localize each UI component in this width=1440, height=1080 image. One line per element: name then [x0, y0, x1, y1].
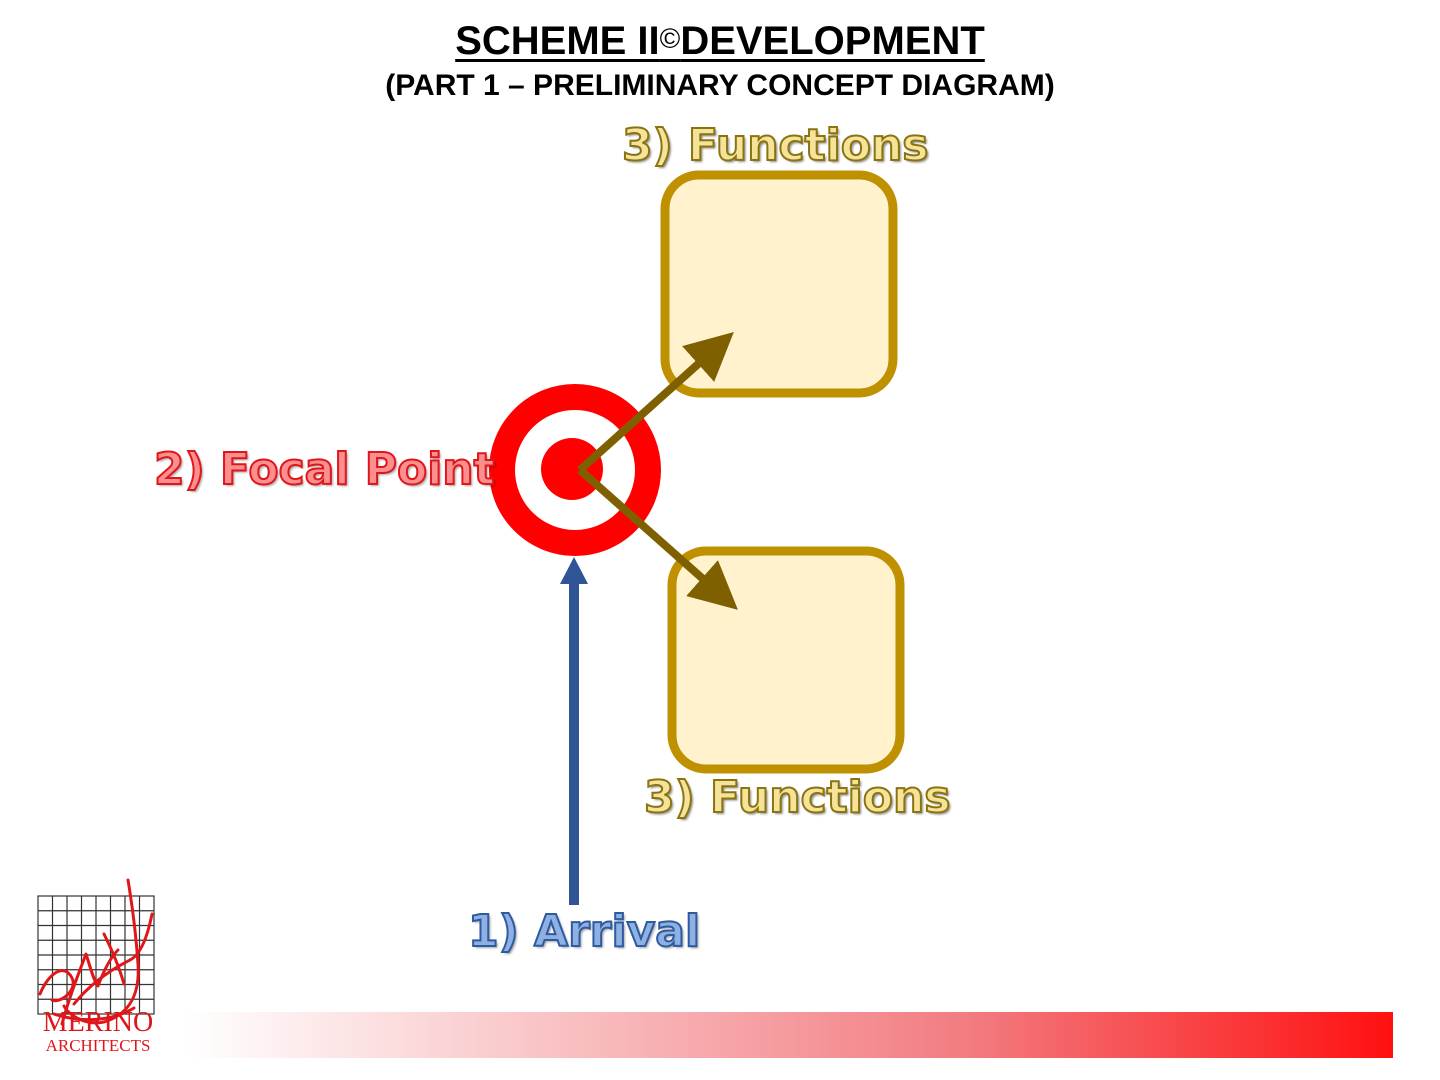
copyright-symbol: ©: [659, 23, 681, 54]
page-title: SCHEME II©DEVELOPMENT: [0, 16, 1440, 66]
label-arrival: 1) Arrival: [467, 905, 701, 958]
logo-name: MERINO: [42, 1007, 154, 1038]
merino-logo-icon: [37, 878, 155, 1026]
page-subtitle: (PART 1 – PRELIMINARY CONCEPT DIAGRAM): [385, 69, 1055, 102]
title-main: SCHEME II: [455, 19, 660, 63]
label-functions-top: 3) Functions: [621, 119, 929, 172]
arrow-to-function-bottom: [577, 467, 738, 610]
title-rest: DEVELOPMENT: [680, 19, 985, 63]
header: SCHEME II©DEVELOPMENT (PART 1 – PRELIMIN…: [0, 16, 1440, 104]
label-focal-point: 2) Focal Point: [153, 443, 496, 496]
arrival-arrowhead: [560, 557, 588, 584]
arrow-to-function-top: [577, 331, 734, 473]
logo-subname: ARCHITECTS: [45, 1036, 151, 1055]
label-functions-bottom: 3) Functions: [643, 771, 951, 824]
focal-point-center: [541, 438, 603, 500]
footer-gradient-bar: [186, 1012, 1393, 1058]
